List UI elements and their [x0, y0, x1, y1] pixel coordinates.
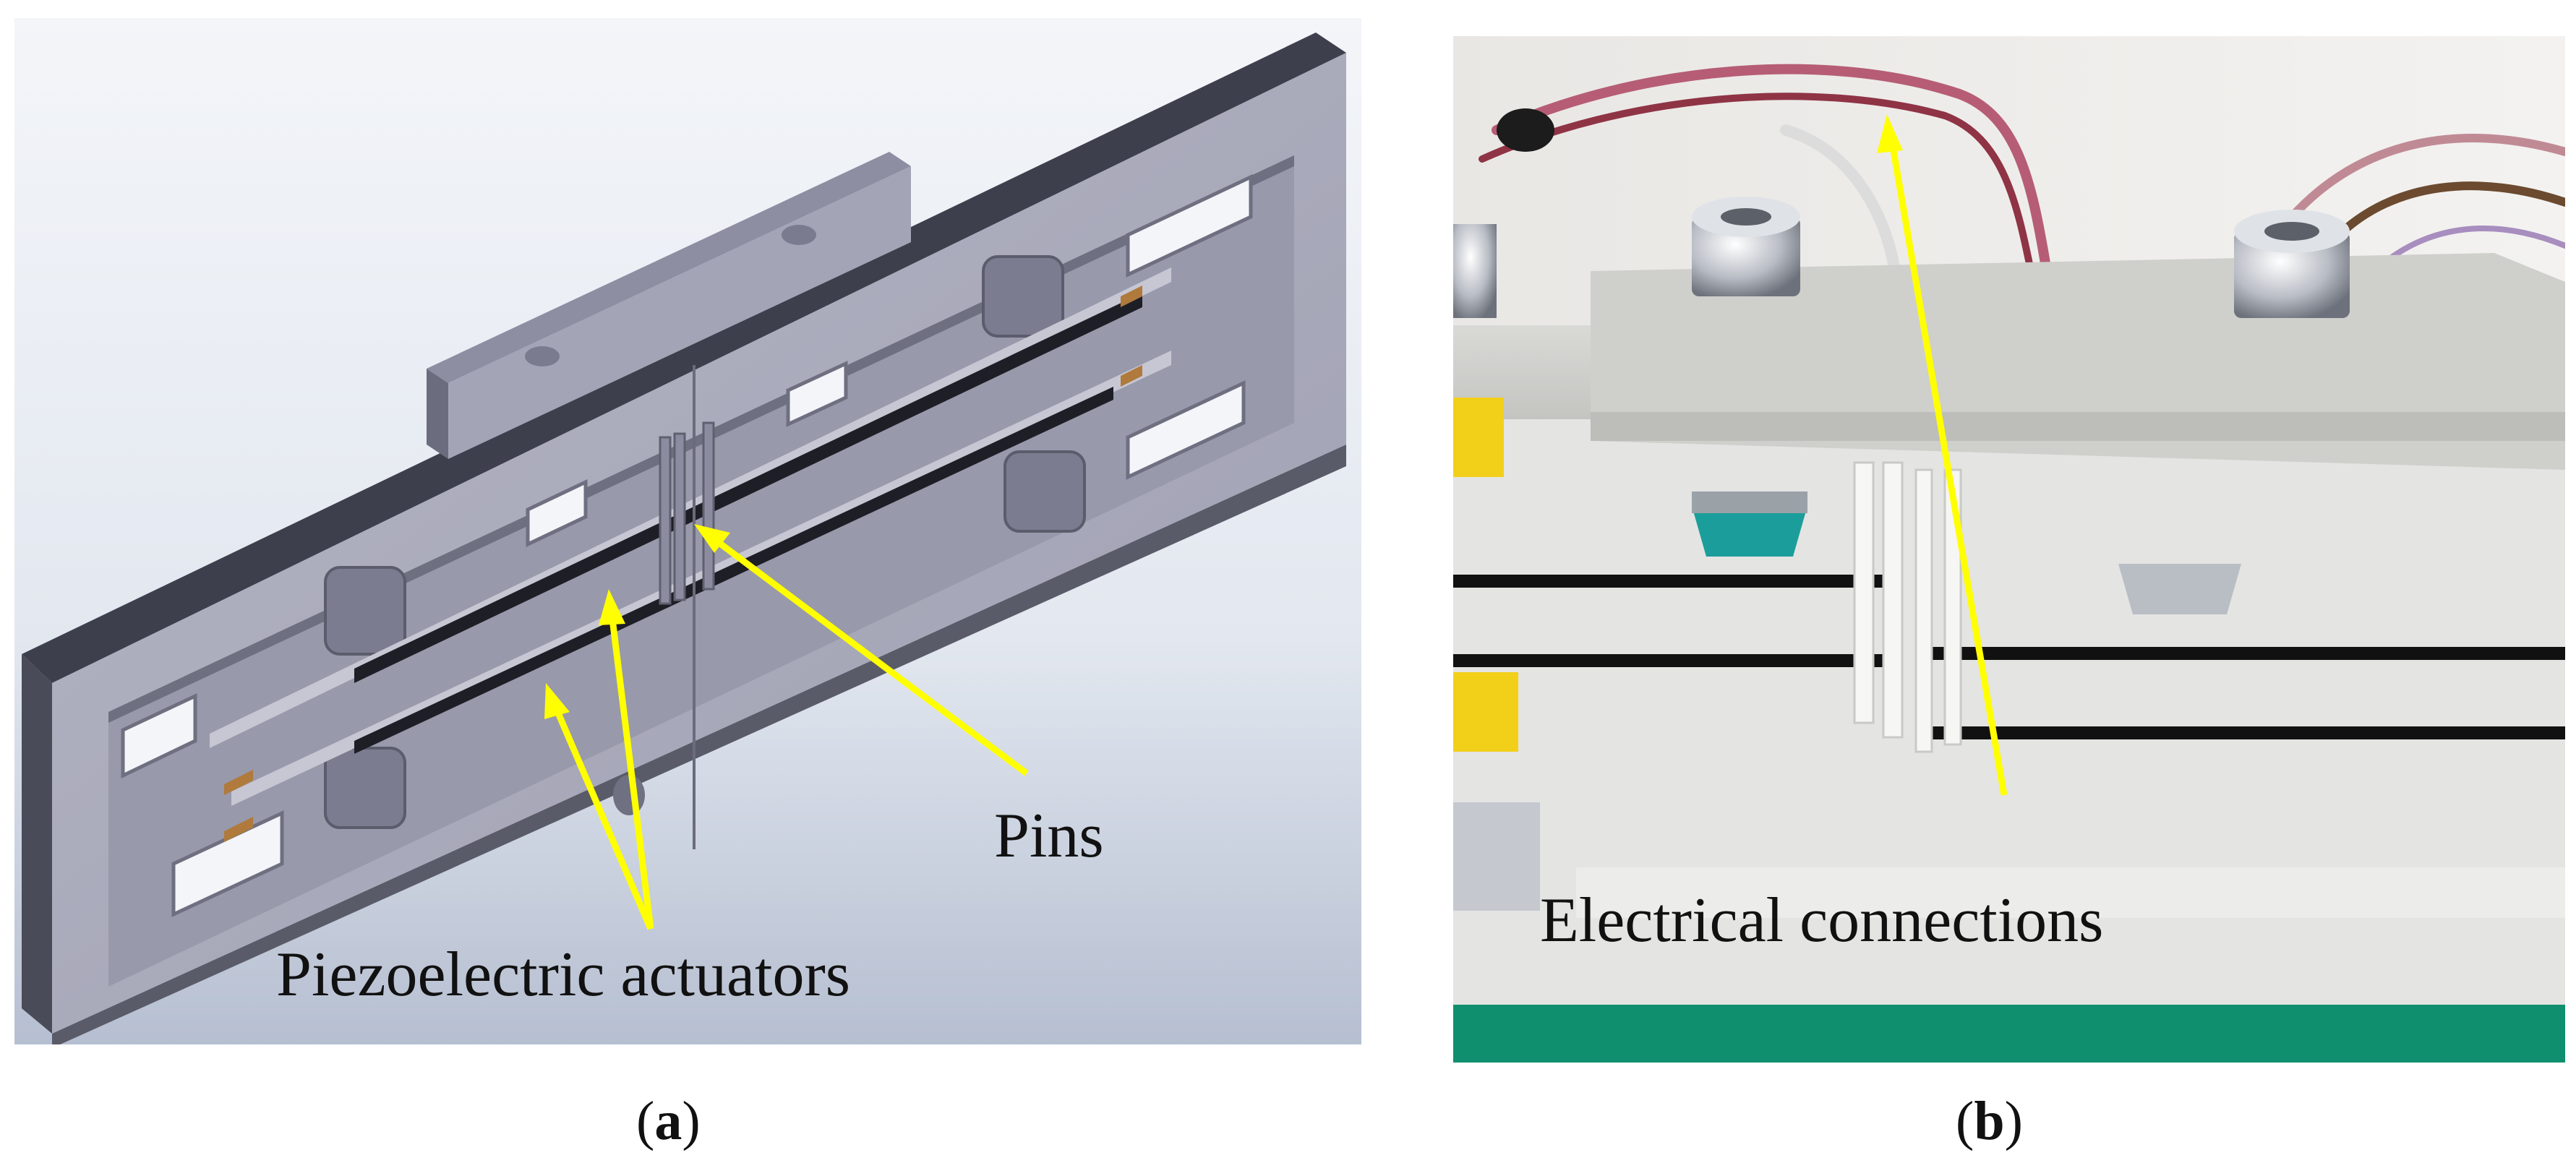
bolt-socket	[1721, 208, 1771, 226]
caption-paren: )	[682, 1091, 701, 1151]
frame-edge-left	[22, 654, 52, 1034]
flexure-pockets	[324, 255, 1086, 829]
arrow-piezo-2	[549, 700, 654, 930]
label-piezoelectric-actuators: Piezoelectric actuators	[276, 940, 850, 1010]
cable-ferrite	[1497, 108, 1554, 152]
label-electrical-connections: Electrical connections	[1540, 885, 2103, 956]
bolt-head	[2234, 231, 2350, 318]
photo-pins	[1853, 461, 1962, 753]
top-block-side	[427, 369, 448, 459]
lower-bolt	[1453, 802, 1540, 911]
label-pins: Pins	[994, 801, 1104, 871]
frame-edge-top	[22, 33, 1346, 683]
yellow-clip	[1453, 398, 1504, 477]
teal-clip-top	[1692, 492, 1807, 513]
prototype-photo-panel: Electrical connections	[1453, 36, 2565, 1063]
label-arrows	[544, 524, 1029, 930]
caption-paren: (	[1956, 1091, 1974, 1151]
prototype-photo: Electrical connections	[1453, 36, 2565, 1063]
caption-b: (b)	[1956, 1090, 2023, 1153]
clamp-shadow	[1591, 412, 2565, 441]
frame-windows	[121, 174, 1253, 917]
screw-hole	[525, 346, 560, 366]
teal-clip	[1692, 506, 1807, 557]
bolt-socket	[2264, 222, 2319, 241]
lower-plate	[1576, 867, 2565, 918]
caption-a: (a)	[636, 1090, 701, 1153]
bolt-head	[1692, 217, 1800, 296]
arrow-piezo-1	[607, 606, 654, 930]
caption-paren: )	[2004, 1091, 2023, 1151]
arrow-electrical	[1887, 133, 2008, 796]
frame-edge-bottom	[52, 445, 1346, 1044]
metal-nut	[2118, 564, 2241, 614]
label-arrows	[1877, 114, 2008, 796]
arrow-pins	[706, 532, 1029, 776]
piezo-actuator-strips	[210, 267, 1171, 842]
actuator-strips	[1453, 575, 2565, 739]
screw-hole	[782, 225, 816, 245]
bolt-edge	[1453, 224, 1497, 318]
cad-render-panel: Pins Piezoelectric actuators	[14, 18, 1361, 1044]
cad-render: Pins Piezoelectric actuators	[14, 18, 1361, 1044]
mount-hole	[613, 775, 645, 815]
caption-paren: (	[636, 1091, 655, 1151]
caption-letter: a	[654, 1091, 682, 1151]
caption-letter: b	[1974, 1091, 2005, 1151]
yellow-clip	[1453, 672, 1518, 752]
bolts	[1453, 197, 2350, 318]
cables	[1479, 64, 2565, 278]
top-block-top	[427, 152, 911, 383]
